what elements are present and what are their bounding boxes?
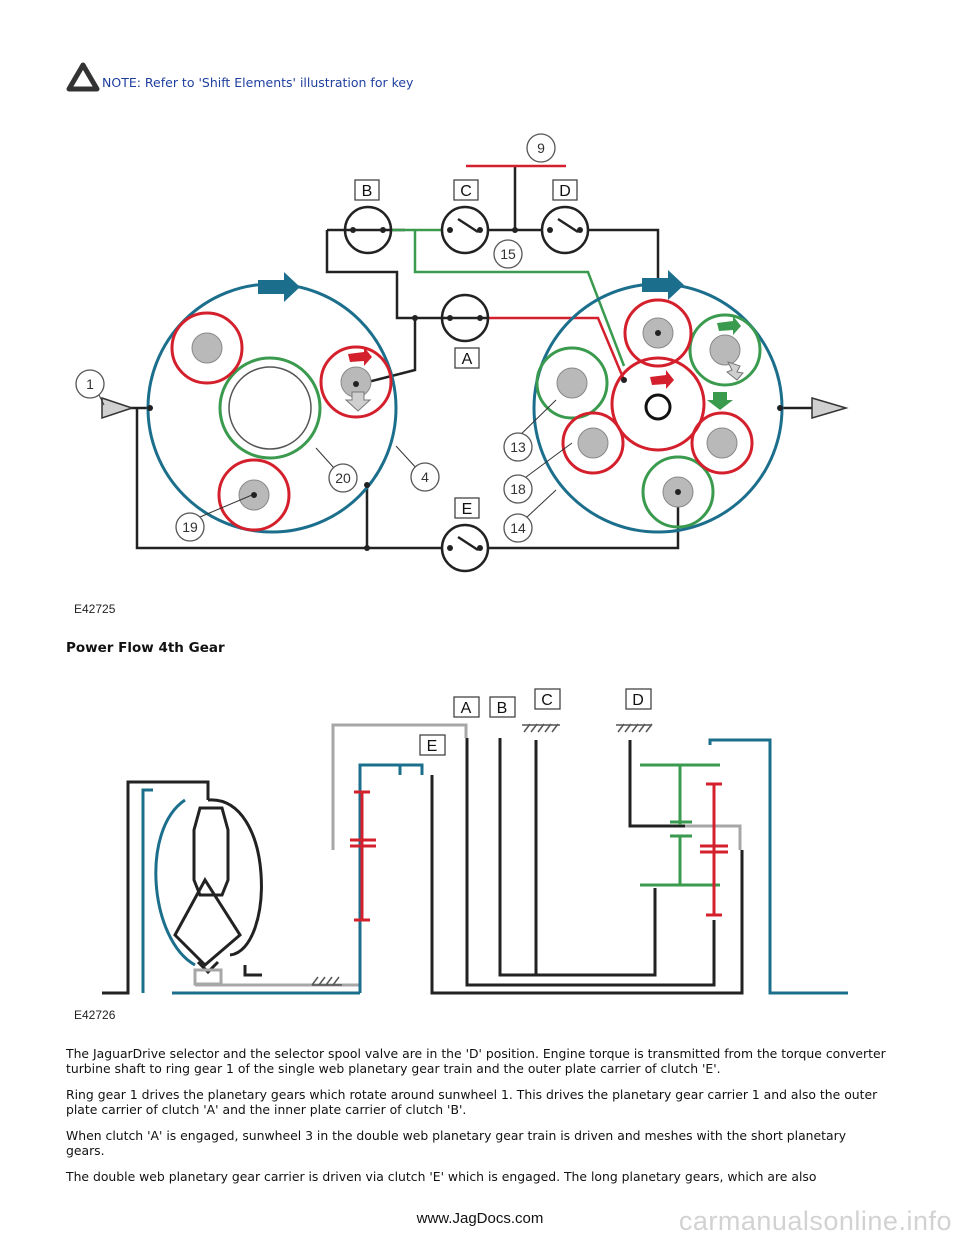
callout-20: 20 [335,470,351,486]
label-c: C [541,692,553,709]
watermark: carmanualsonline.info [678,1206,952,1236]
callout-14: 14 [510,520,526,536]
callout-13: 13 [510,439,526,455]
clutch-label-d: D [559,183,571,200]
callout-4: 4 [421,469,429,485]
label-b: B [497,700,508,717]
label-a: A [461,700,472,717]
note: NOTE: Refer to 'Shift Elements' illustra… [66,58,413,92]
callout-18: 18 [510,481,526,497]
callout-15: 15 [500,246,516,262]
callout-19: 19 [182,519,198,535]
section-heading: Power Flow 4th Gear [66,640,225,656]
clutch-label-c: C [460,183,472,200]
clutch-label-a: A [462,351,473,368]
paragraph-4: The double web planetary gear carrier is… [66,1169,817,1184]
callout-9: 9 [537,140,545,156]
gear-train-schematic: A B C D E [102,688,848,995]
label-e: E [427,738,438,755]
figure2-id: E42726 [74,1008,116,1022]
clutch-label-b: B [362,183,373,200]
paragraph-3: When clutch 'A' is engaged, sunwheel 3 i… [66,1128,847,1158]
note-text: NOTE: Refer to 'Shift Elements' illustra… [102,75,414,90]
paragraph-1: The JaguarDrive selector and the selecto… [66,1046,886,1076]
label-d: D [632,692,644,709]
warning-icon [66,62,100,92]
paragraph-2: Ring gear 1 drives the planetary gears w… [66,1087,878,1117]
footer-link[interactable]: www.JagDocs.com [416,1210,544,1227]
figure1-id: E42725 [74,602,116,616]
power-flow-lever-diagram: B C D A E 9 15 1 20 4 13 18 14 19 [75,133,849,573]
clutch-label-e: E [462,501,473,518]
callout-1: 1 [86,376,94,392]
